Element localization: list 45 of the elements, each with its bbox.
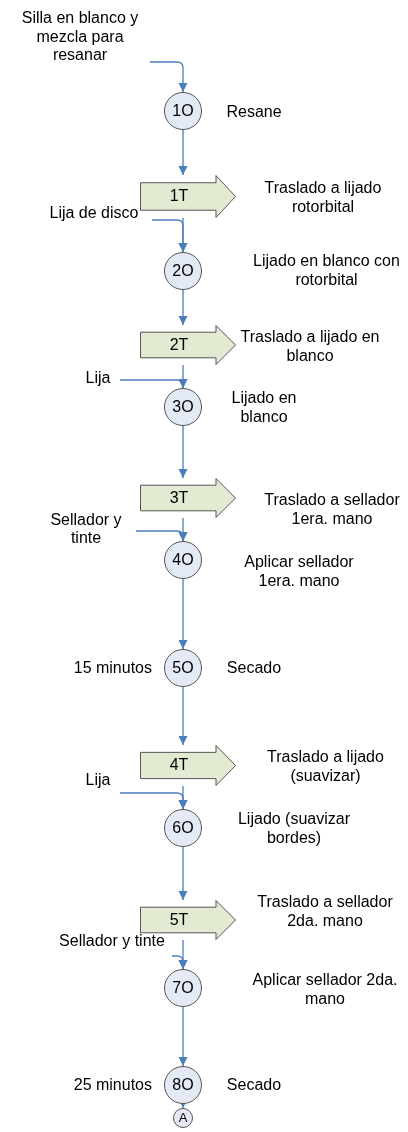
- transport-symbol: 1T: [140, 175, 236, 218]
- step-description: Resane: [225, 102, 283, 123]
- transport-symbol: 4T: [140, 745, 236, 786]
- operation-circle: 8O: [164, 1066, 202, 1104]
- input-label: Silla en blanco y mezcla para resanar: [10, 5, 150, 69]
- operation-circle: 3O: [164, 388, 202, 426]
- arrow: [149, 61, 188, 93]
- input-label: Lija: [76, 368, 120, 388]
- arrow: [178, 1006, 188, 1067]
- input-label: Sellador y tinte: [36, 508, 136, 550]
- operation-circle: 4O: [164, 541, 202, 579]
- arrow: [178, 289, 188, 326]
- operation-circle: 2O: [164, 252, 202, 290]
- step-description: Secado: [225, 658, 283, 679]
- operation-circle: 5O: [164, 649, 202, 687]
- step-description: Lijado en blanco: [230, 387, 298, 427]
- transport-symbol: 3T: [140, 478, 236, 518]
- step-description: Aplicar sellador 2da. mano: [251, 969, 399, 1009]
- connector-circle: A: [173, 1108, 193, 1128]
- arrow: [178, 846, 188, 901]
- operation-circle: 7O: [164, 969, 202, 1007]
- arrow: [178, 129, 188, 176]
- step-description: Secado: [225, 1075, 283, 1096]
- arrow: [171, 955, 188, 970]
- arrow: [178, 686, 188, 746]
- step-description: Traslado a lijado rotorbital: [263, 177, 383, 217]
- step-description: Lijado (suavizar bordes): [236, 808, 352, 848]
- step-description: Traslado a lijado en blanco: [240, 326, 380, 366]
- operation-circle: 1O: [164, 92, 202, 130]
- input-label: Lija: [76, 770, 120, 790]
- step-description: Traslado a sellador 1era. mano: [263, 489, 401, 529]
- duration-label: 15 minutos: [72, 658, 152, 679]
- step-description: Aplicar sellador 1era. mano: [243, 551, 355, 591]
- transport-symbol: 2T: [140, 325, 236, 365]
- step-description: Lijado en blanco con rotorbital: [252, 250, 401, 290]
- duration-label: 25 minutos: [72, 1075, 152, 1096]
- arrow: [119, 792, 188, 810]
- arrow: [119, 378, 188, 389]
- arrow: [135, 530, 188, 542]
- step-description: Traslado a lijado (suavizar): [266, 746, 385, 786]
- step-description: Traslado a sellador 2da. mano: [256, 891, 394, 931]
- operation-circle: 6O: [164, 809, 202, 847]
- arrow: [178, 578, 188, 650]
- arrow: [178, 425, 188, 479]
- arrow: [151, 219, 188, 253]
